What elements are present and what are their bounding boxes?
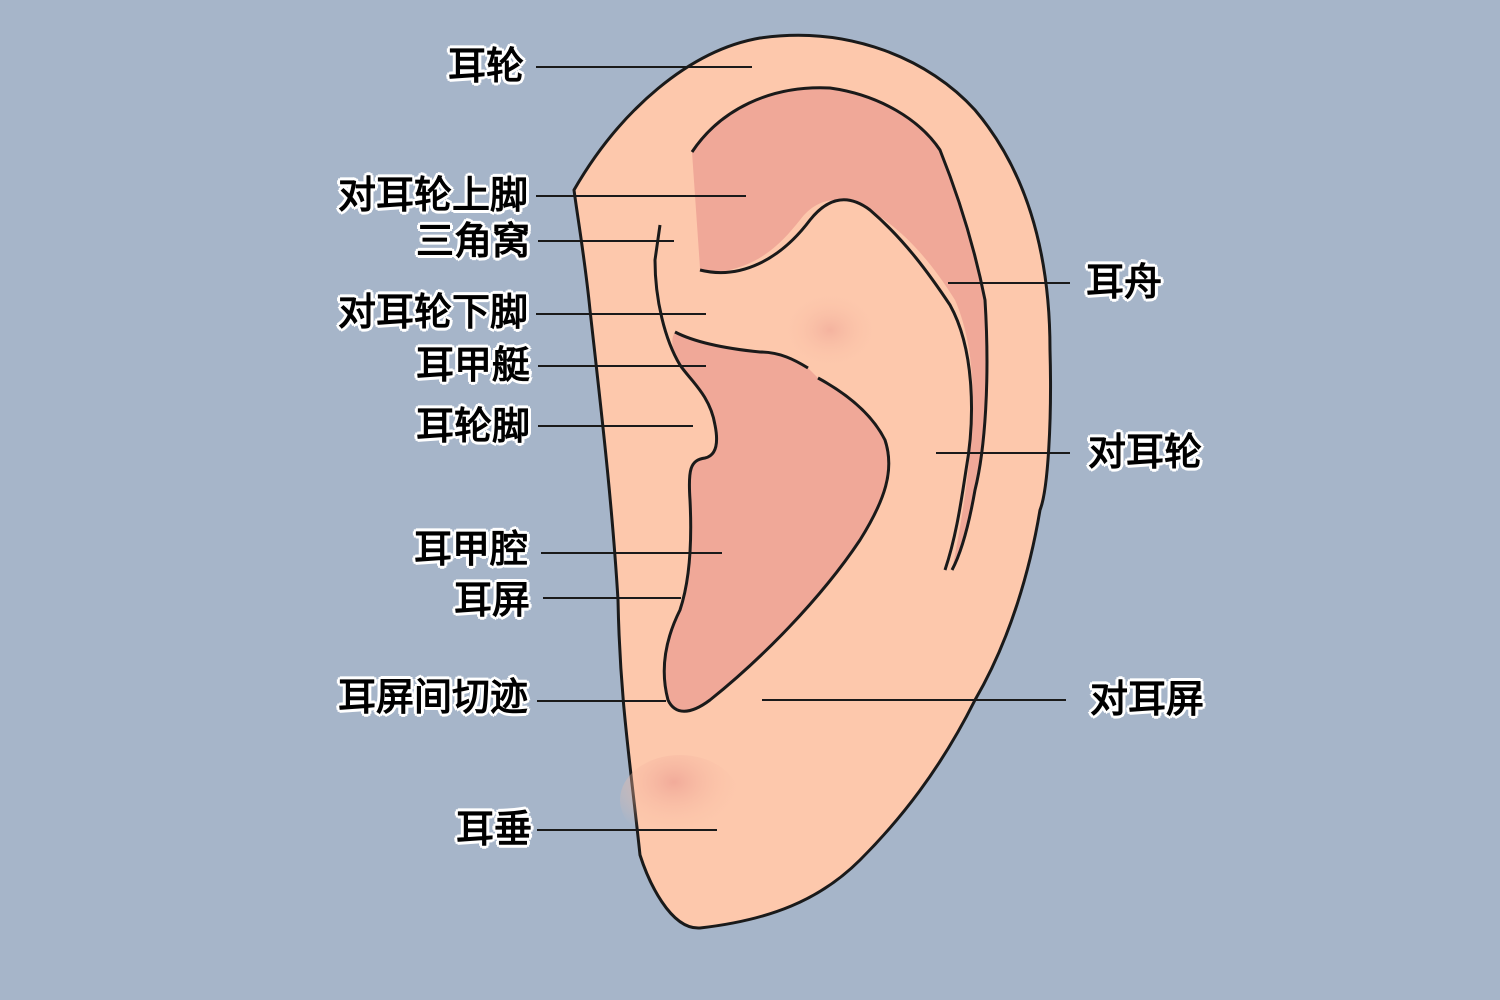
label-inferior-crus-antihelix: 对耳轮下脚 — [337, 290, 528, 334]
label-cavum-conchae: 耳甲腔 — [413, 527, 528, 571]
label-superior-crus-antihelix: 对耳轮上脚 — [337, 173, 528, 217]
leader-line — [543, 597, 681, 599]
label-intertragic-notch: 耳屏间切迹 — [337, 675, 528, 719]
label-cymba-conchae: 耳甲艇 — [415, 343, 530, 387]
label-antitragus: 对耳屏 — [1090, 677, 1205, 721]
leader-line — [762, 699, 1066, 701]
label-crus-of-helix: 耳轮脚 — [415, 404, 530, 448]
label-antihelix: 对耳轮 — [1088, 430, 1203, 474]
leader-line — [537, 829, 717, 831]
leader-line — [537, 700, 666, 702]
scapha-region — [692, 87, 987, 571]
leader-line — [541, 552, 722, 554]
label-scapha: 耳舟 — [1086, 260, 1163, 304]
leader-line — [538, 365, 706, 367]
label-triangular-fossa: 三角窝 — [415, 219, 530, 263]
leader-line — [538, 240, 674, 242]
label-helix: 耳轮 — [447, 44, 524, 88]
leader-line — [948, 282, 1070, 284]
leader-line — [536, 66, 752, 68]
label-tragus: 耳屏 — [453, 578, 530, 622]
leader-line — [538, 425, 693, 427]
concha-region — [664, 332, 889, 712]
label-earlobe: 耳垂 — [455, 807, 532, 851]
leader-line — [936, 452, 1070, 454]
leader-line — [536, 313, 706, 315]
leader-line — [536, 195, 746, 197]
